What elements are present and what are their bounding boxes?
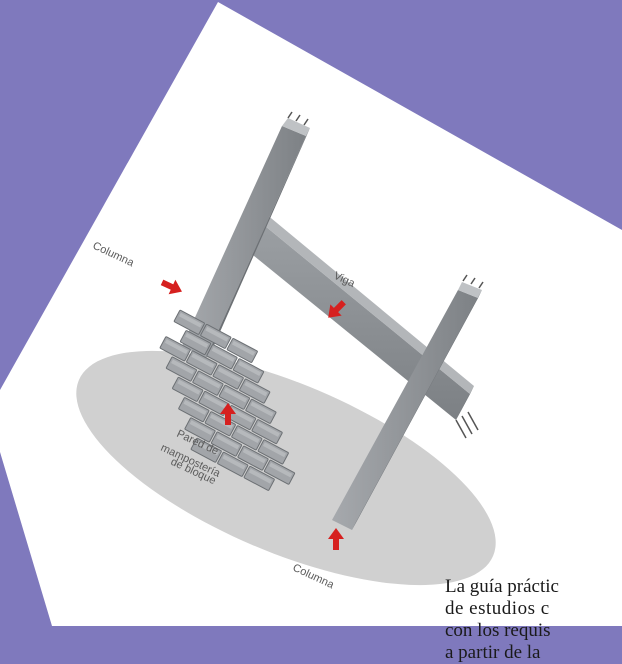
caption-line: de estudios c (445, 598, 550, 619)
caption-line: La guía práctic (445, 576, 559, 597)
caption-line: con los requis (445, 620, 551, 641)
caption-line: a partir de la (445, 642, 541, 663)
beam-viga (232, 204, 474, 420)
beam-end-rebar (455, 411, 479, 439)
column-right (332, 274, 484, 530)
structure-diagram: Columna Viga Pared de mampostería de blo… (0, 2, 622, 626)
column-left (182, 111, 310, 358)
